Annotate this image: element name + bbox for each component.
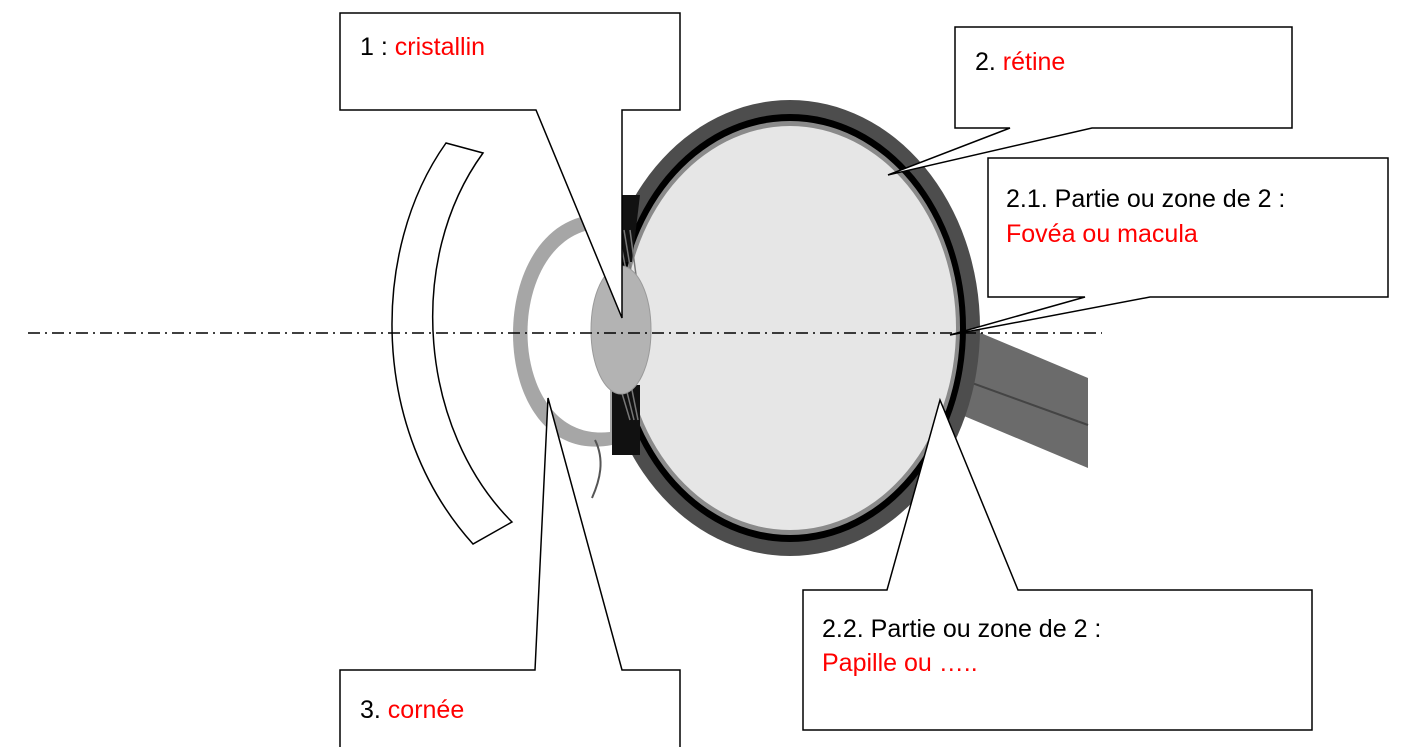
svg-text:1 : cristallin: 1 : cristallin [360, 33, 485, 61]
svg-text:Papille ou …..: Papille ou ….. [822, 649, 978, 677]
lens-label-prefix: 1 : [360, 33, 395, 61]
retina-label-prefix: 2. [975, 48, 1003, 76]
corrective-lens [391, 142, 514, 545]
svg-text:2.1. Partie ou zone de 2 :: 2.1. Partie ou zone de 2 : [1006, 185, 1285, 213]
papilla-label-line1: 2.2. Partie ou zone de 2 : [822, 615, 1101, 643]
svg-text:Fovéa ou macula: Fovéa ou macula [1006, 220, 1198, 248]
svg-text:3. cornée: 3. cornée [360, 696, 464, 724]
callout-cornea: 3. cornée [339, 397, 681, 747]
fovea-label-line1: 2.1. Partie ou zone de 2 : [1006, 185, 1285, 213]
cornea-label-prefix: 3. [360, 696, 388, 724]
papilla-label-answer: Papille ou ….. [822, 649, 978, 677]
svg-text:2.2. Partie ou zone de 2 :: 2.2. Partie ou zone de 2 : [822, 615, 1101, 643]
callout-papilla: 2.2. Partie ou zone de 2 : Papille ou ….… [802, 397, 1313, 731]
retina-label-answer: rétine [1003, 48, 1066, 76]
eyeball [600, 100, 980, 556]
svg-text:2. rétine: 2. rétine [975, 48, 1065, 76]
cornea-shape [513, 214, 612, 499]
callout-fovea: 2.1. Partie ou zone de 2 : Fovéa ou macu… [949, 157, 1389, 336]
cornea-label-answer: cornée [388, 696, 464, 724]
fovea-label-answer: Fovéa ou macula [1006, 220, 1198, 248]
callout-lens: 1 : cristallin [339, 12, 681, 319]
lens-label-answer: cristallin [395, 33, 485, 61]
callout-retina: 2. rétine [887, 26, 1293, 176]
